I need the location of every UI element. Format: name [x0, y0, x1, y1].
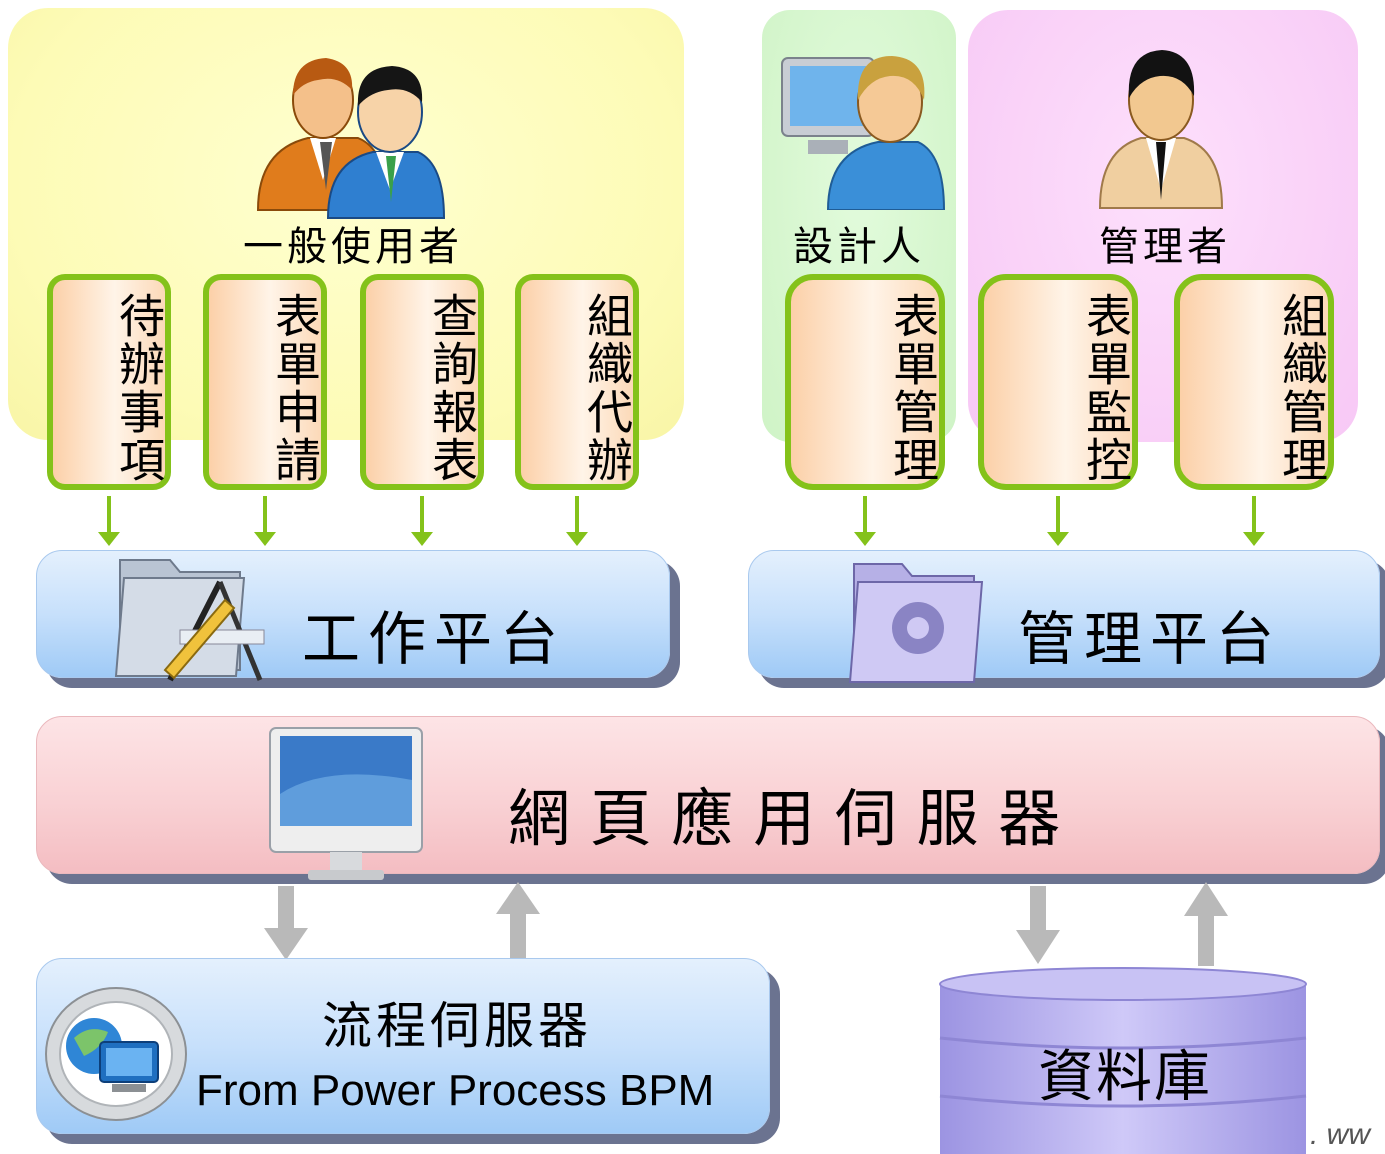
down-arrow-to-process-server: [264, 886, 308, 960]
database-cylinder-icon: [939, 967, 1307, 1154]
function-form-apply-label: 表單申請: [268, 292, 322, 484]
arrow-report-query: [411, 496, 433, 546]
imac-monitor-icon: [269, 727, 423, 880]
database-label: 資料庫: [1038, 1045, 1212, 1110]
web-application-server[interactable]: [36, 716, 1380, 874]
management-platform-label: 管理平台: [1018, 605, 1283, 673]
function-org-proxy[interactable]: 組織代辦: [515, 274, 639, 490]
arrow-form-monitor: [1047, 496, 1069, 546]
process-server-title: 流程伺服器: [322, 997, 592, 1055]
function-report-query-label: 查詢報表: [425, 292, 479, 484]
admin-label: 管理者: [1099, 224, 1231, 270]
designer-computer-icon: [781, 56, 946, 210]
general-user-label: 一般使用者: [243, 224, 463, 270]
function-todo-label: 待辦事項: [112, 292, 166, 484]
web-application-server-label: 網 頁 應 用 伺 服 器: [508, 782, 1061, 855]
function-org-manage[interactable]: 組織管理: [1174, 274, 1334, 490]
globe-computer-icon: [45, 987, 187, 1121]
arrow-org-proxy: [566, 496, 588, 546]
function-org-proxy-label: 組織代辦: [580, 292, 634, 484]
arrow-form-manage: [854, 496, 876, 546]
function-report-query[interactable]: 查詢報表: [360, 274, 484, 490]
arrow-org-manage: [1243, 496, 1265, 546]
function-form-monitor-label: 表單監控: [1079, 292, 1133, 484]
manager-icon: [1098, 50, 1224, 209]
footer-url-fragment: . ww: [1310, 1118, 1370, 1151]
arrow-todo: [98, 496, 120, 546]
down-arrow-to-database: [1016, 886, 1060, 964]
up-arrow-from-process-server: [496, 882, 540, 962]
function-form-apply[interactable]: 表單申請: [203, 274, 327, 490]
function-form-manage-label: 表單管理: [886, 292, 940, 484]
up-arrow-from-database: [1184, 882, 1228, 966]
settings-folder-icon: [848, 563, 984, 683]
designer-label: 設計人: [793, 224, 925, 270]
function-org-manage-label: 組織管理: [1275, 292, 1329, 484]
two-users-icon: [256, 58, 446, 219]
process-server-subtitle: From Power Process BPM: [196, 1066, 715, 1115]
function-todo[interactable]: 待辦事項: [47, 274, 171, 490]
arrow-form-apply: [254, 496, 276, 546]
function-form-monitor[interactable]: 表單監控: [978, 274, 1138, 490]
work-platform-label: 工作平台: [302, 605, 567, 673]
function-form-manage[interactable]: 表單管理: [785, 274, 945, 490]
application-folder-icon: [114, 559, 265, 682]
